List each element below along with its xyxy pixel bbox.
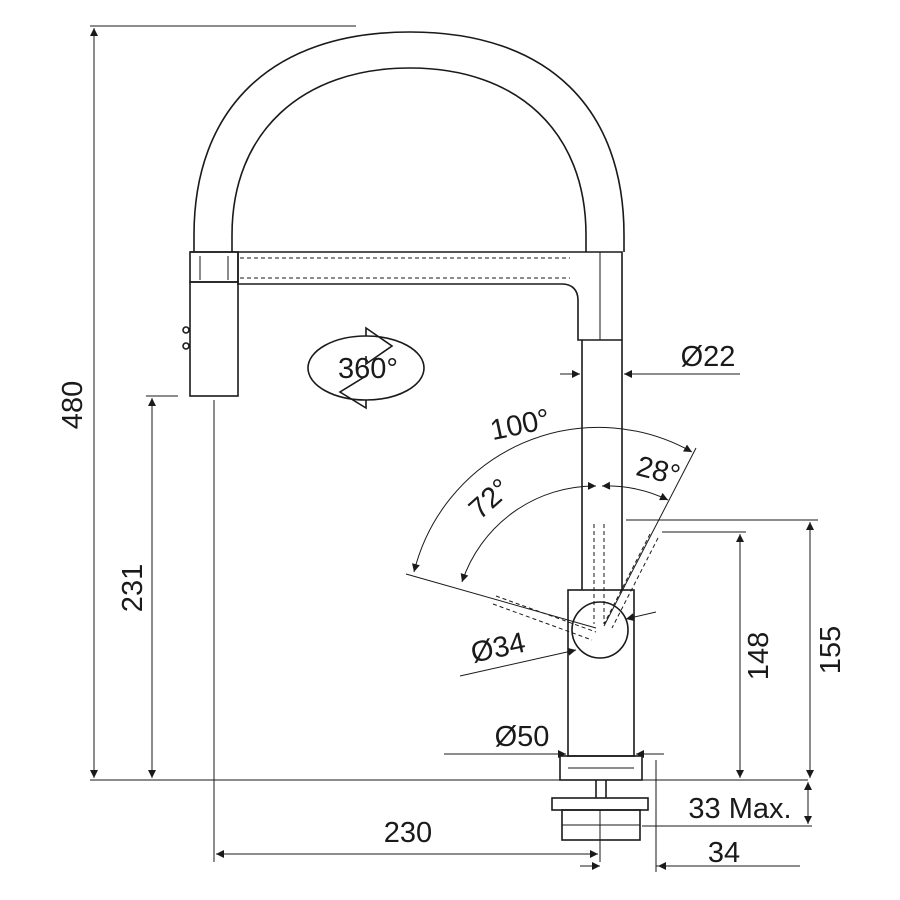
label-angle-28: 28°: [633, 450, 683, 492]
arrow-34-left: [459, 647, 577, 677]
spray-button: [182, 326, 190, 334]
spray-button-2: [182, 342, 190, 350]
label-230: 230: [384, 817, 432, 849]
spray-head: [189, 281, 239, 397]
ext-100-right: [603, 447, 697, 627]
lever-right-2: [611, 537, 659, 629]
rotation-arrow-left: [338, 375, 367, 410]
hose-outer: [193, 31, 625, 252]
dim-hole: 34: [580, 760, 800, 872]
label-angle-100: 100°: [487, 403, 552, 447]
arrow-34-right: [625, 611, 657, 622]
horizontal-arm: [190, 251, 623, 341]
arc-72: [460, 481, 597, 583]
lever-left-2: [492, 603, 593, 641]
label-dia-50: Ø50: [495, 721, 550, 753]
dim-deck-thickness: 33 Max.: [642, 782, 812, 827]
lever-right: [603, 533, 651, 625]
lever-left: [495, 595, 597, 633]
label-155: 155: [815, 626, 847, 674]
fixing-washer: [551, 797, 649, 811]
label-480: 480: [57, 381, 89, 429]
rotation-arrow-right: [365, 326, 394, 366]
dim-angles: 100° 72° 28°: [405, 403, 697, 629]
spray-head-collar: [189, 251, 239, 283]
rotation-symbol: 360°: [307, 326, 425, 410]
faucet-outline: [182, 31, 659, 841]
label-148: 148: [743, 632, 775, 680]
arc-28: [601, 481, 669, 501]
lever-hub: [571, 601, 629, 659]
label-33: 33 Max.: [688, 793, 791, 825]
dim-reach: 230: [213, 400, 598, 862]
dim-total-height: 480: [57, 25, 808, 781]
dim-body-heights: 148 155: [626, 519, 847, 778]
arc-100: [412, 426, 693, 573]
dim-spout-height: 231: [117, 395, 178, 778]
dim-diameters: Ø22 Ø34 Ø50: [444, 341, 740, 758]
ext-100-left: [405, 573, 597, 629]
label-angle-72: 72°: [463, 473, 517, 526]
hose-inner: [231, 67, 587, 252]
label-34: 34: [708, 837, 740, 869]
label-231: 231: [117, 564, 149, 612]
label-dia-22: Ø22: [681, 341, 736, 373]
rotation-label: 360°: [338, 353, 398, 385]
